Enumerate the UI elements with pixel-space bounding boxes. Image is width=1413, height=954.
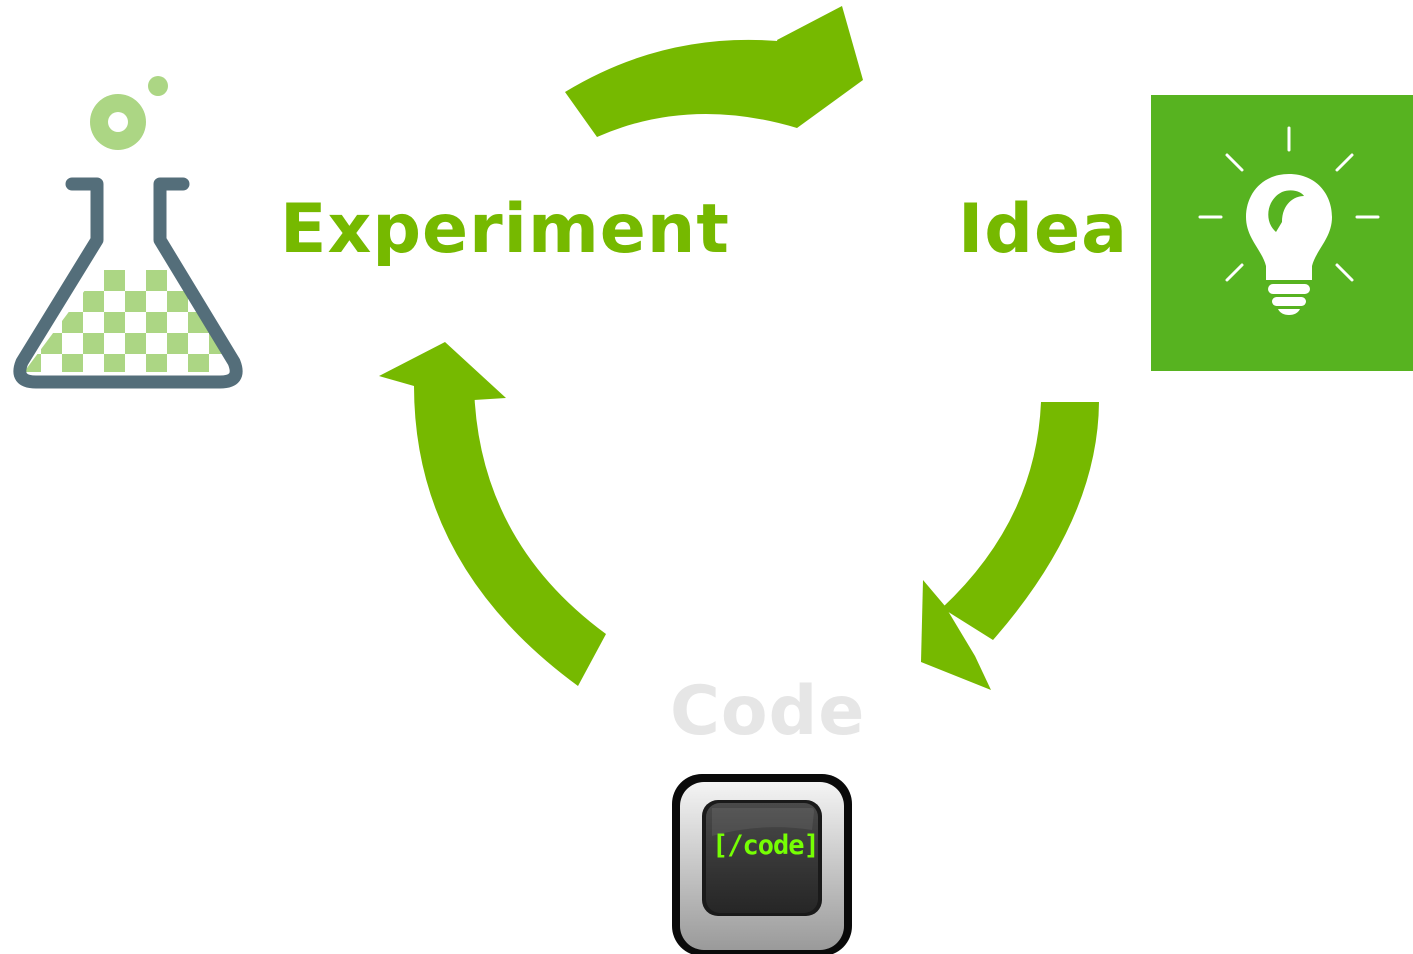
flask-liquid-tile [146, 354, 167, 372]
lightbulb-icon [1151, 95, 1413, 371]
node-label-code: Code [670, 672, 866, 751]
node-label-experiment: Experiment [280, 190, 730, 269]
flask-icon [13, 76, 243, 389]
node-label-idea: Idea [958, 190, 1128, 269]
flask-liquid-tile [230, 270, 236, 291]
arrow-idea-to-code [921, 402, 1099, 690]
flask-liquid-tile [188, 354, 209, 372]
flask-liquid-tile [83, 291, 104, 312]
arrow-experiment-to-idea [565, 6, 863, 137]
flask-liquid-tile [62, 354, 83, 372]
flask-liquid-tile [146, 312, 167, 333]
flask-liquid-tile [104, 270, 125, 291]
code-screen-icon [672, 774, 852, 954]
flask-liquid-tile [146, 270, 167, 291]
code-screen-text: [/code] [712, 830, 820, 861]
flask-liquid-tile [167, 333, 188, 354]
flask-liquid-tile [230, 312, 236, 333]
flask-liquid-tile [125, 291, 146, 312]
flask-liquid-tile [125, 333, 146, 354]
flask-liquid-tile [167, 291, 188, 312]
arrow-code-to-experiment [379, 342, 606, 686]
flask-liquid-tile [62, 312, 83, 333]
flask-liquid-tile [104, 312, 125, 333]
flask-liquid-tile [209, 291, 230, 312]
flask-liquid-tile [104, 354, 125, 372]
flask-liquid-tile [24, 270, 41, 291]
flask-liquid-tile [83, 333, 104, 354]
